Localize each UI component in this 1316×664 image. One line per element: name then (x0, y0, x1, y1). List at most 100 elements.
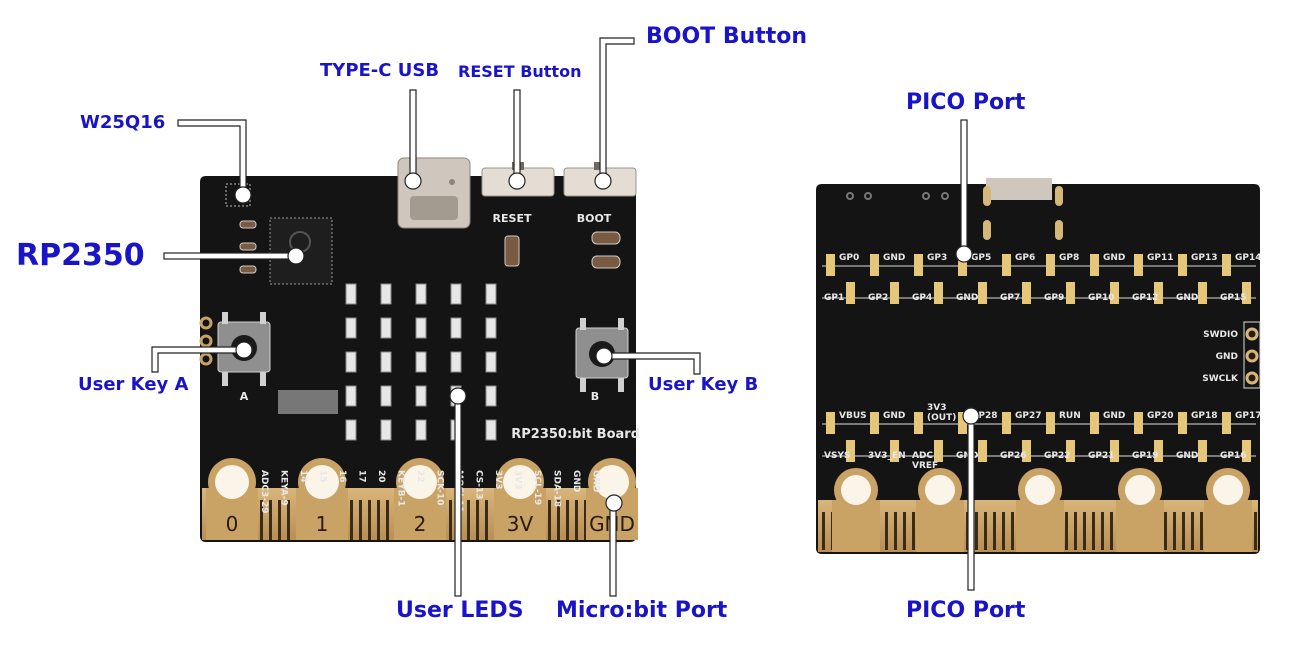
pico-top-label: GP12 (1132, 293, 1159, 303)
silk-key-a: A (240, 390, 249, 403)
led (380, 317, 392, 339)
edge-stripe (485, 500, 488, 540)
swd-pin (1245, 371, 1259, 385)
pico-top-pad (826, 254, 835, 276)
pico-bottom-label: GP28 (971, 411, 998, 421)
pin-label: KEYB-1 (396, 470, 406, 507)
back-pad-hole (925, 475, 955, 505)
pico-bottom-label: VSYS (824, 451, 850, 461)
pin-label: 14 (298, 470, 308, 483)
pin-label: GND (591, 470, 601, 492)
pico-top-label: GND (1103, 253, 1125, 263)
silk-reset: RESET (493, 212, 532, 225)
edge-stripe (975, 512, 978, 550)
callout-user-key-a: User Key A (78, 374, 189, 395)
callout-reset-button: RESET Button (458, 62, 582, 81)
pico-top-pad (1154, 282, 1163, 304)
callout-w25q16: W25Q16 (80, 112, 166, 133)
edge-stripe (1254, 512, 1257, 550)
edge-stripe (575, 500, 578, 540)
pico-top-pad (1178, 254, 1187, 276)
pico-top-label: GND (883, 253, 905, 263)
pico-top-label: GP10 (1088, 293, 1115, 303)
edge-stripe (993, 512, 996, 550)
edge-stripe (359, 500, 362, 540)
pico-bottom-pad (934, 440, 943, 462)
edge-pad-hole (595, 465, 629, 499)
pico-top-pad (1066, 282, 1075, 304)
pico-top-label: GP1 (824, 293, 844, 303)
edge-stripe (1182, 512, 1185, 550)
edge-stripe (557, 500, 560, 540)
pico-bottom-label: GP19 (1132, 451, 1159, 461)
pico-top-pad (1090, 254, 1099, 276)
pico-bottom-pad (1066, 440, 1075, 462)
pico-bottom-pad (1198, 440, 1207, 462)
pico-bottom-label: ADC (912, 451, 933, 461)
pico-top-pad (1002, 254, 1011, 276)
back-pad-hole (1213, 475, 1243, 505)
pin-label: SCL-19 (532, 470, 542, 505)
front-board: RESET BOOT (199, 157, 640, 542)
pico-top-pad (1022, 282, 1031, 304)
silk-board-name: RP2350:bit Board (511, 427, 640, 442)
edge-stripe (269, 500, 272, 540)
pico-top-pad (1046, 254, 1055, 276)
edge-pad-label: 2 (414, 512, 427, 536)
pico-bottom-label: VREF (912, 461, 938, 471)
pico-bottom-label: GND (956, 451, 978, 461)
edge-pad-hole (305, 465, 339, 499)
edge-stripe (449, 500, 452, 540)
pico-top-pad (870, 254, 879, 276)
edge-pad-label: 0 (226, 512, 239, 536)
pico-bottom-pad (1222, 412, 1231, 434)
edge-pad-label: 1 (316, 512, 329, 536)
pin-label: GND (571, 470, 581, 492)
callout-user-leds: User LEDS (396, 598, 524, 623)
pico-top-label: GP14 (1235, 253, 1262, 263)
swd-label: SWDIO (1203, 330, 1238, 340)
pico-bottom-pad (978, 440, 987, 462)
edge-stripe (476, 500, 479, 540)
edge-stripe (1200, 512, 1203, 550)
pico-top-label: GP6 (1015, 253, 1035, 263)
pin-label: 15 (318, 470, 328, 483)
callout-rp2350: RP2350 (16, 238, 145, 273)
edge-stripe (1110, 512, 1113, 550)
led (415, 419, 427, 441)
edge-stripe (350, 500, 353, 540)
edge-pad-hole (215, 465, 249, 499)
pico-top-pad (890, 282, 899, 304)
pico-top-label: GP2 (868, 293, 888, 303)
pico-bottom-label: GND (1176, 451, 1198, 461)
pico-bottom-pad (870, 412, 879, 434)
pico-top-label: GP8 (1059, 253, 1079, 263)
pico-bottom-pad (890, 440, 899, 462)
pico-top-pad (1198, 282, 1207, 304)
callout-user-key-b: User Key B (648, 374, 759, 395)
led (380, 419, 392, 441)
swd-label: SWCLK (1202, 374, 1239, 384)
edge-stripe (885, 512, 888, 550)
pico-top-pad (846, 282, 855, 304)
pin-label: 3V3 (513, 470, 523, 490)
silk-key-b: B (591, 390, 599, 403)
leader-dots (234, 172, 980, 512)
pico-bottom-pad (846, 440, 855, 462)
pico-bottom-label: GP17 (1235, 411, 1262, 421)
pico-top-pad (978, 282, 987, 304)
edge-stripe (1083, 512, 1086, 550)
resistor-array (278, 390, 338, 414)
pico-bottom-label: (OUT) (927, 413, 956, 423)
usb-c-shell-rear (986, 178, 1052, 200)
edge-stripe (822, 512, 825, 550)
edge-stripe (984, 512, 987, 550)
led (485, 419, 497, 441)
pico-top-label: GP0 (839, 253, 859, 263)
pico-bottom-pad (914, 412, 923, 434)
led (485, 351, 497, 373)
callout-microbit-port: Micro:bit Port (556, 598, 728, 623)
